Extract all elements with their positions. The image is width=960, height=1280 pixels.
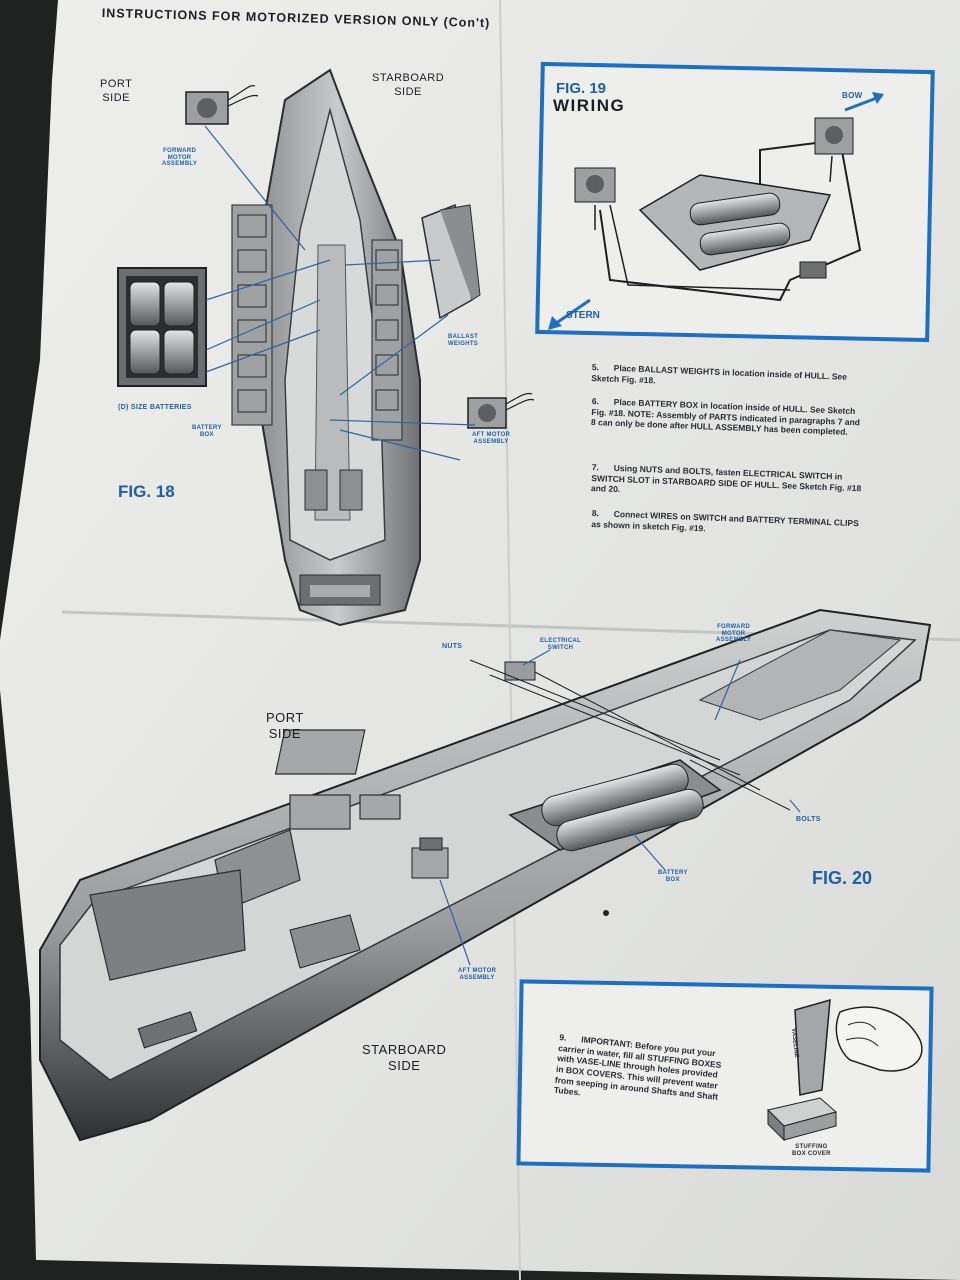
- fig18-battery-box-label: BATTERY BOX: [192, 425, 222, 438]
- step-5-number: 5.: [591, 362, 600, 373]
- fig20-nuts-label: NUTS: [442, 643, 463, 650]
- fig19-label: FIG. 19: [556, 80, 607, 97]
- fig18-label: FIG. 18: [118, 482, 175, 501]
- fig19-title: WIRING: [553, 96, 626, 115]
- fig20-battery-box-label: BATTERY BOX: [658, 870, 688, 883]
- step9-drawing: [516, 979, 934, 1173]
- fig20-drawing: [39, 608, 932, 1142]
- step-7-number: 7.: [591, 462, 600, 473]
- step-8-number: 8.: [591, 508, 600, 519]
- fig19-drawing: [535, 61, 935, 343]
- fig18-drawing: [117, 68, 535, 627]
- fig18-forward-motor-label: FORWARD MOTOR ASSEMBLY: [162, 148, 198, 168]
- fig18-batteries-label: (D) SIZE BATTERIES: [118, 404, 192, 411]
- fig18-ballast-weights-label: BALLAST WEIGHTS: [448, 334, 479, 347]
- fig20-starboard-side-label: STARBOARD SIDE: [362, 1042, 447, 1074]
- fig18-starboard-side-label: STARBOARD SIDE: [372, 72, 445, 98]
- fig18-port-side-label: PORT SIDE: [100, 78, 133, 104]
- fig19-stern-label: STERN: [566, 310, 600, 321]
- step-6-number: 6.: [591, 396, 600, 407]
- fig19-bow-label: BOW: [842, 91, 863, 100]
- fig20-bolts-label: BOLTS: [796, 816, 821, 823]
- fig20-port-side-label: PORT SIDE: [266, 710, 304, 742]
- fig20-forward-motor-label: FORWARD MOTOR ASSEMBLY: [716, 624, 752, 644]
- fig18-aft-motor-label: AFT MOTOR ASSEMBLY: [472, 432, 511, 445]
- stuffing-box-cover-label: STUFFING BOX COVER: [792, 1144, 831, 1157]
- fig20-label: FIG. 20: [812, 868, 873, 888]
- fig20-electrical-switch-label: ELECTRICAL SWITCH: [540, 638, 581, 651]
- fig20-aft-motor-label: AFT MOTOR ASSEMBLY: [458, 968, 497, 981]
